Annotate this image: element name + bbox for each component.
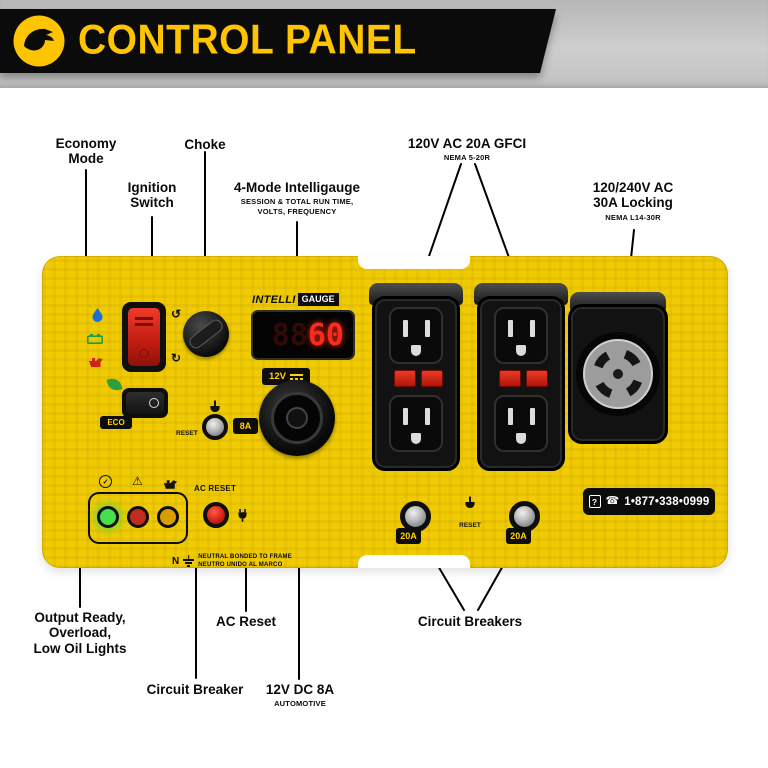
intelligauge-brand-right: GAUGE (297, 293, 339, 306)
gfci-test-reset-buttons (394, 370, 443, 387)
overload-warning-icon: ⚠ (132, 474, 143, 488)
callout-choke: Choke (184, 137, 226, 152)
display-value: 60 (307, 317, 344, 353)
generator-control-panel: ↺ ↻ INTELLI GAUGE 88 60 12V ECO RESE (42, 256, 728, 568)
dc-symbol-icon (289, 373, 303, 380)
intelligauge-brand: INTELLI GAUGE (252, 293, 339, 306)
panel-notch-top (358, 256, 470, 269)
callout-dc: 12V DC 8A AUTOMOTIVE (266, 682, 334, 709)
gfci-outlet-right (474, 283, 568, 471)
dc-outlet-tag-text: 12V (269, 371, 286, 382)
callout-ac-reset: AC Reset (215, 614, 277, 629)
brand-logo-icon (13, 15, 65, 67)
callout-intelligauge-sub: SESSION & TOTAL RUN TIME, VOLTS, FREQUEN… (240, 197, 354, 216)
dc-circuit-breaker-button (202, 414, 228, 440)
choke-run-icon: ↺ (171, 307, 182, 321)
breaker8-reset-label: RESET (176, 430, 198, 437)
receptacle (389, 307, 443, 364)
breaker20-right-tag: 20A (506, 528, 531, 544)
callout-gfci-title: 120V AC 20A GFCI (407, 136, 527, 151)
callout-ignition-switch: Ignition Switch (127, 180, 177, 211)
breaker8-amp-tag: 8A (233, 418, 258, 434)
receptacle (494, 395, 548, 452)
indicator-blue-icon (88, 306, 106, 324)
callout-intelligauge-title: 4-Mode Intelligauge (233, 180, 361, 195)
callout-locking: 120/240V AC 30A Locking NEMA L14-30R (593, 180, 674, 222)
callout-locking-title: 120/240V AC 30A Locking (592, 180, 674, 211)
intelligauge-display: 88 60 (251, 310, 355, 360)
header-bar: CONTROL PANEL (0, 9, 556, 73)
ac-reset-button (203, 502, 229, 528)
indicator-red-icon (87, 353, 105, 371)
eco-leaf-icon (106, 376, 123, 393)
callout-dc-title: 12V DC 8A (265, 682, 335, 697)
ground-icon (183, 555, 195, 567)
neutral-symbol: N (172, 555, 180, 567)
locking-face (576, 332, 660, 416)
press-icon (463, 496, 477, 510)
ignition-rocker (128, 308, 160, 366)
page-title: CONTROL PANEL (78, 17, 417, 64)
callout-gfci: 120V AC 20A GFCI NEMA 5-20R (408, 136, 526, 163)
panel-notch-bottom (358, 555, 470, 568)
choke-knob (183, 311, 229, 357)
manual-icon: ? (588, 495, 601, 508)
gfci-body-left (372, 296, 460, 471)
gfci-outlet-left (369, 283, 463, 471)
callout-dc-sub: AUTOMOTIVE (274, 699, 326, 709)
dc-outlet (259, 380, 335, 456)
breakers-reset-label: RESET (459, 522, 481, 529)
callout-locking-sub: NEMA L14-30R (605, 212, 661, 222)
callout-output-lights: Output Ready, Overload, Low Oil Lights (33, 610, 127, 656)
low-oil-icon (163, 477, 178, 489)
locking-body (568, 304, 668, 444)
locking-outlet (568, 292, 668, 444)
ac-reset-tag: AC RESET (194, 484, 237, 493)
callout-gfci-sub: NEMA 5-20R (443, 153, 491, 163)
choke-lever (187, 317, 225, 351)
callout-intelligauge: 4-Mode Intelligauge SESSION & TOTAL RUN … (234, 180, 360, 217)
eco-tag: ECO (100, 416, 132, 429)
eco-rocker (126, 392, 164, 414)
choke-start-icon: ↻ (171, 351, 182, 365)
breaker20-left-tag: 20A (396, 528, 421, 544)
output-ready-icon: ✓ (99, 475, 112, 488)
ignition-switch (122, 302, 166, 372)
callout-circuit-breaker: Circuit Breaker (146, 682, 244, 697)
callout-circuit-breakers: Circuit Breakers (417, 614, 523, 629)
economy-mode-switch (122, 388, 168, 418)
neutral-line1: NEUTRAL BONDED TO FRAME (198, 554, 292, 560)
receptacle (389, 395, 443, 452)
header: CONTROL PANEL (0, 9, 556, 73)
gfci-test-reset-buttons (499, 370, 548, 387)
overload-light (127, 506, 149, 528)
support-phone-badge: ? ☎ 1•877•338•0999 (583, 488, 715, 515)
phone-icon: ☎ (605, 495, 620, 507)
low-oil-light (157, 506, 179, 528)
status-lights-module (88, 492, 188, 544)
indicator-green-icon (86, 330, 104, 348)
eco-off-mark (149, 398, 159, 408)
press-icon (208, 400, 222, 414)
output-ready-light (97, 506, 119, 528)
plug-icon (236, 509, 249, 522)
receptacle (494, 307, 548, 364)
intelligauge-brand-left: INTELLI (252, 293, 296, 306)
check-icon: ✓ (102, 478, 109, 486)
callout-economy-mode: Economy Mode (55, 136, 117, 167)
neutral-line2: NEUTRO UNIDO AL MARCO (198, 562, 283, 569)
display-ghost-digits: 88 (271, 317, 308, 353)
support-phone-number: 1•877•338•0999 (624, 495, 710, 508)
neutral-text: NEUTRAL BONDED TO FRAME NEUTRO UNIDO AL … (198, 553, 292, 569)
gfci-body-right (477, 296, 565, 471)
neutral-note: N NEUTRAL BONDED TO FRAME NEUTRO UNIDO A… (172, 553, 292, 569)
